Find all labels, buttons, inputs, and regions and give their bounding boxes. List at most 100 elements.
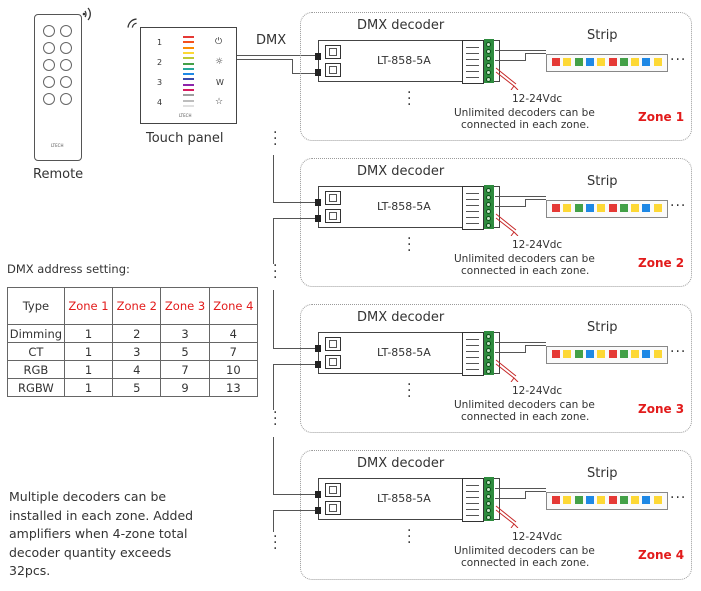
remote-key (43, 76, 55, 88)
dmx-wire (273, 364, 318, 366)
panel-button-4: 4 (157, 98, 163, 107)
panel-brand: LTECH (179, 113, 192, 118)
dmx-wire (273, 218, 318, 220)
strip-label: Strip (587, 466, 618, 481)
continuation-dots: ··· (273, 125, 278, 153)
remote-key (60, 76, 72, 88)
decoder-title: DMX decoder (357, 310, 445, 325)
table-cell: 7 (208, 342, 259, 361)
table-cell: 5 (112, 378, 162, 397)
note-line: amplifiers when 4-zone total (9, 526, 188, 542)
touch-panel-label: Touch panel (146, 131, 224, 146)
zone-note: connected in each zone. (461, 557, 590, 569)
color-slider (183, 36, 194, 110)
continuation-dots: ··· (273, 529, 278, 557)
continuation-dots: ··· (407, 85, 412, 113)
table-cell: 3 (160, 324, 210, 343)
decoder-model: LT-858-5A (377, 200, 431, 213)
panel-button-3: 3 (157, 78, 163, 87)
table-cell: 1 (63, 342, 114, 361)
table-cell: 1 (63, 360, 114, 379)
continuation-dots: ··· (273, 258, 278, 286)
remote-key (60, 42, 72, 54)
continuation-dots: ··· (273, 405, 278, 433)
decoder-title: DMX decoder (357, 456, 445, 471)
table-cell: RGB (7, 360, 65, 379)
output-terminal (484, 185, 494, 229)
output-terminal (484, 39, 494, 83)
zone-note: connected in each zone. (461, 119, 590, 131)
table-cell: 1 (63, 324, 114, 343)
note-text: Multiple decoders can be installed in ea… (9, 488, 193, 581)
strip-continues: ··· (670, 344, 687, 360)
dmx-wire (273, 202, 318, 204)
table-cell: Dimming (7, 324, 65, 343)
table-header-cell: Zone 2 (112, 287, 162, 325)
power-spec: 12-24Vdc (512, 531, 563, 543)
power-icon: ⏻ (215, 37, 223, 47)
note-line: installed in each zone. Added (9, 507, 194, 523)
panel-button-1: 1 (157, 38, 163, 47)
remote-label: Remote (33, 167, 84, 182)
zone-label: Zone 2 (638, 256, 685, 270)
decoder-model: LT-858-5A (377, 346, 431, 359)
terminal-block (462, 40, 484, 84)
panel-button-w: W (216, 78, 224, 87)
strip-label: Strip (587, 174, 618, 189)
remote-key (43, 93, 55, 105)
strip-continues: ··· (670, 52, 687, 68)
table-header-cell: Zone 4 (208, 287, 259, 325)
remote-device: LTECH (34, 14, 82, 161)
dmx-wire (273, 290, 275, 348)
zone-box (300, 12, 692, 141)
dmx-wire (273, 510, 275, 532)
strip-label: Strip (587, 28, 618, 43)
table-cell: 4 (112, 360, 162, 379)
zone-label: Zone 3 (638, 402, 685, 416)
continuation-dots: ··· (407, 523, 412, 551)
wireless-signal-icon (82, 7, 91, 21)
table-cell: 4 (208, 324, 259, 343)
terminal-block (462, 478, 484, 522)
table-cell: 5 (160, 342, 210, 361)
table-header-cell: Type (7, 287, 65, 325)
table-cell: CT (7, 342, 65, 361)
continuation-dots: ··· (407, 231, 412, 259)
table-cell: RGBW (7, 378, 65, 397)
dmx-wire (292, 59, 294, 73)
dmx-wire (237, 59, 293, 61)
table-cell: 13 (208, 378, 259, 397)
power-spec: 12-24Vdc (512, 93, 563, 105)
power-spec: 12-24Vdc (512, 385, 563, 397)
power-spec: 12-24Vdc (512, 239, 563, 251)
zone-label: Zone 1 (638, 110, 685, 124)
zone-note: Unlimited decoders can be (454, 107, 595, 119)
sun-icon: ☼ (215, 57, 224, 67)
remote-key (60, 93, 72, 105)
note-line: Multiple decoders can be (9, 489, 167, 504)
led-strip (546, 54, 668, 72)
dmx-wire (273, 364, 275, 410)
remote-key (43, 42, 55, 54)
dmx-wire (273, 510, 318, 512)
dmx-decoder: LT-858-5A (315, 477, 500, 522)
terminal-block (462, 332, 484, 376)
power-wire (495, 213, 519, 236)
dmx-wire (237, 55, 318, 57)
decoder-model: LT-858-5A (377, 54, 431, 67)
strip-continues: ··· (670, 198, 687, 214)
power-wire (495, 67, 519, 90)
dmx-decoder: LT-858-5A (315, 185, 500, 230)
dmx-wire (273, 218, 275, 264)
star-icon: ☆ (215, 97, 224, 107)
dmx-decoder: LT-858-5A (315, 39, 500, 84)
zone-box (300, 450, 692, 580)
table-cell: 3 (112, 342, 162, 361)
remote-key (43, 25, 55, 37)
decoder-model: LT-858-5A (377, 492, 431, 505)
power-wire (495, 359, 519, 382)
table-header-cell: Zone 3 (160, 287, 210, 325)
